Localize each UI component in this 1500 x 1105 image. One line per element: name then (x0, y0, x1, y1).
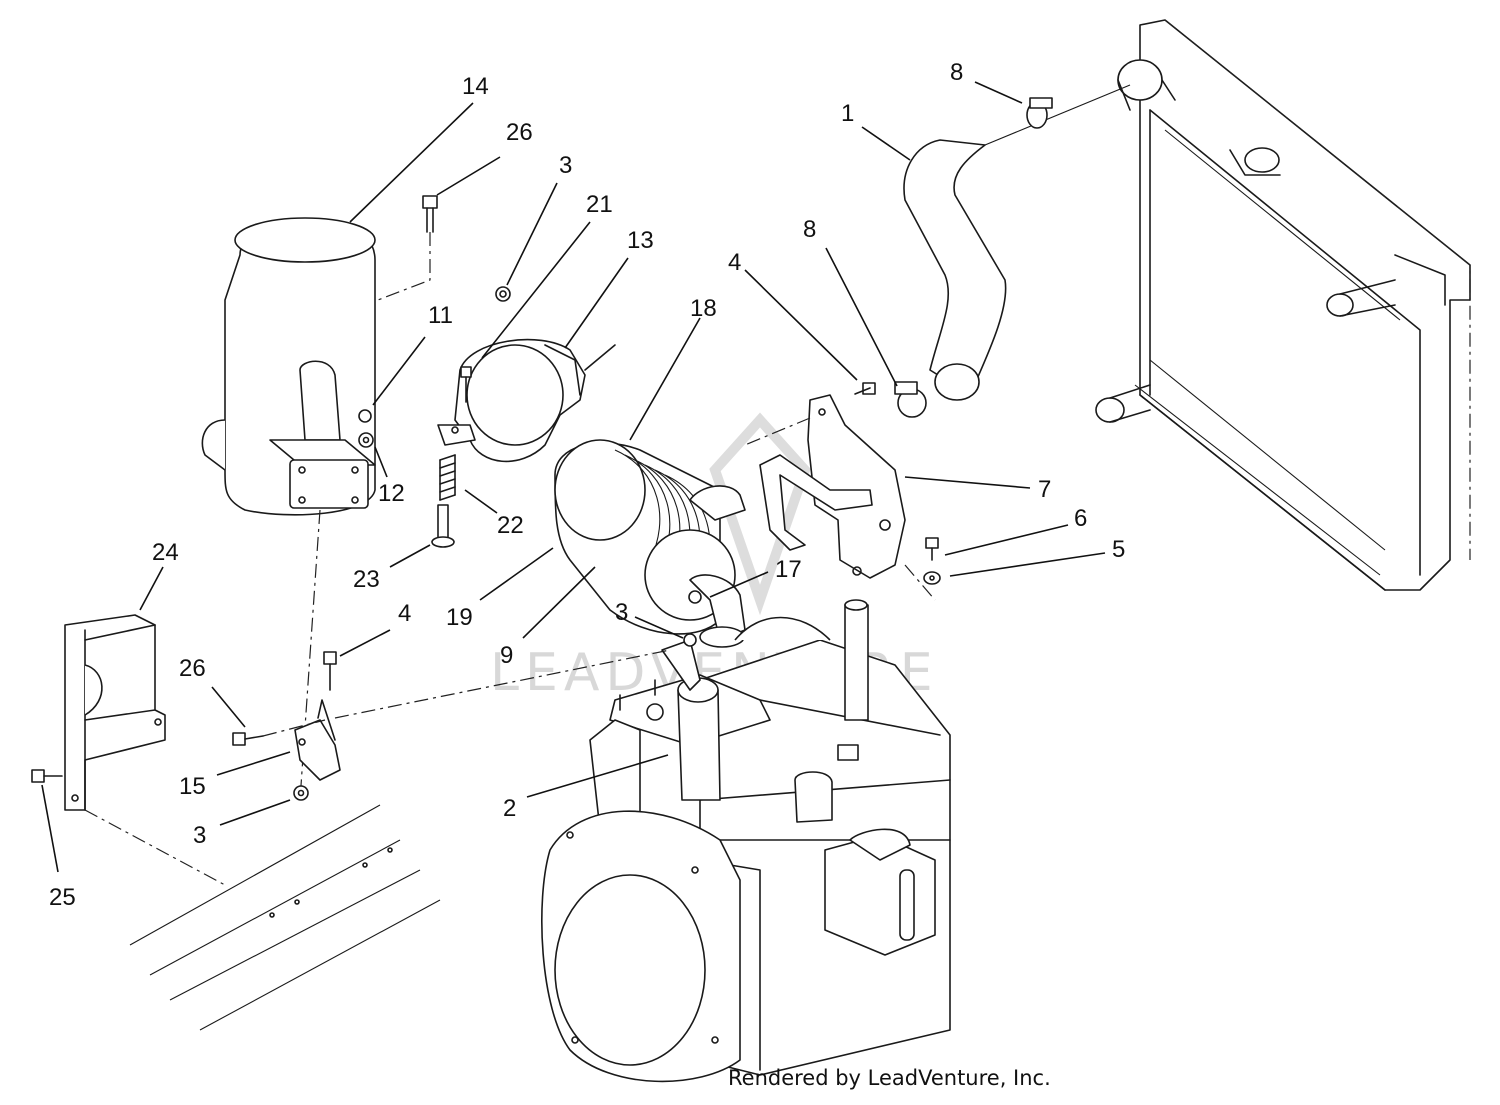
air-cleaner-band (437, 338, 616, 463)
frame-rails (129, 804, 441, 1031)
callout-24: 24 (152, 539, 179, 566)
nut-3-lower (293, 785, 309, 801)
callout-11: 11 (428, 302, 453, 329)
washer-5 (923, 571, 941, 585)
callout-23: 23 (353, 566, 380, 593)
bolt-21 (460, 366, 472, 403)
callout-7: 7 (1038, 476, 1051, 503)
callout-9: 9 (500, 642, 513, 669)
callout-8-mid: 8 (803, 216, 816, 243)
radiator (1095, 19, 1471, 591)
callout-3-mid: 3 (615, 599, 628, 626)
callout-15: 15 (179, 773, 206, 800)
callout-12: 12 (378, 480, 405, 507)
bolt-25 (31, 769, 63, 783)
clamp-3-engine (661, 633, 701, 691)
hose-clamp-upper (1026, 97, 1053, 129)
callout-1: 1 (841, 100, 854, 127)
heat-shield (64, 614, 166, 811)
muffler-bracket (294, 699, 341, 781)
callout-14: 14 (462, 73, 489, 100)
pin-23 (431, 504, 455, 548)
callout-5: 5 (1112, 536, 1125, 563)
radiator-upper-neck (1117, 59, 1176, 111)
callout-26-lower: 26 (179, 655, 206, 682)
callout-3-lower: 3 (193, 822, 206, 849)
watermark-logo (709, 412, 811, 616)
spring-22 (439, 454, 456, 501)
callout-21: 21 (586, 191, 613, 218)
callout-4-lower: 4 (398, 600, 411, 627)
bolt-4-lower (323, 651, 337, 691)
nut-11 (358, 409, 372, 423)
hose-clamp-lower (894, 381, 927, 418)
bolt-6 (925, 537, 939, 561)
callout-18: 18 (690, 295, 717, 322)
callout-22: 22 (497, 512, 524, 539)
bolt-26-lower (232, 719, 326, 746)
bolt-muffler-top (377, 195, 438, 301)
callouts: 1 8 14 26 3 21 13 8 4 18 11 12 22 7 6 5 … (49, 59, 1125, 911)
radiator-cap (1229, 147, 1281, 176)
washer-12 (358, 432, 374, 448)
engine-block (541, 599, 951, 1083)
upper-radiator-hose (903, 84, 1131, 401)
leader-lines (41, 81, 1106, 873)
air-cleaner (554, 439, 746, 648)
callout-8-top: 8 (950, 59, 963, 86)
callout-6: 6 (1074, 505, 1087, 532)
mounting-line (334, 649, 671, 719)
intake-tube (677, 677, 721, 801)
radiator-side-neck (1326, 279, 1396, 317)
callout-19: 19 (446, 604, 473, 631)
nut-3-top (495, 286, 511, 302)
callout-4-top: 4 (728, 249, 741, 276)
callout-2: 2 (503, 795, 516, 822)
radiator-lower-neck (1095, 384, 1151, 423)
callout-26-top: 26 (506, 119, 533, 146)
render-credit: Rendered by LeadVenture, Inc. (728, 1066, 1051, 1090)
callout-25: 25 (49, 884, 76, 911)
callout-3-top: 3 (559, 152, 572, 179)
bolt-4-bracket (854, 382, 876, 395)
callout-17: 17 (775, 556, 802, 583)
support-bracket (744, 394, 936, 601)
callout-13: 13 (627, 227, 654, 254)
muffler (201, 217, 376, 801)
